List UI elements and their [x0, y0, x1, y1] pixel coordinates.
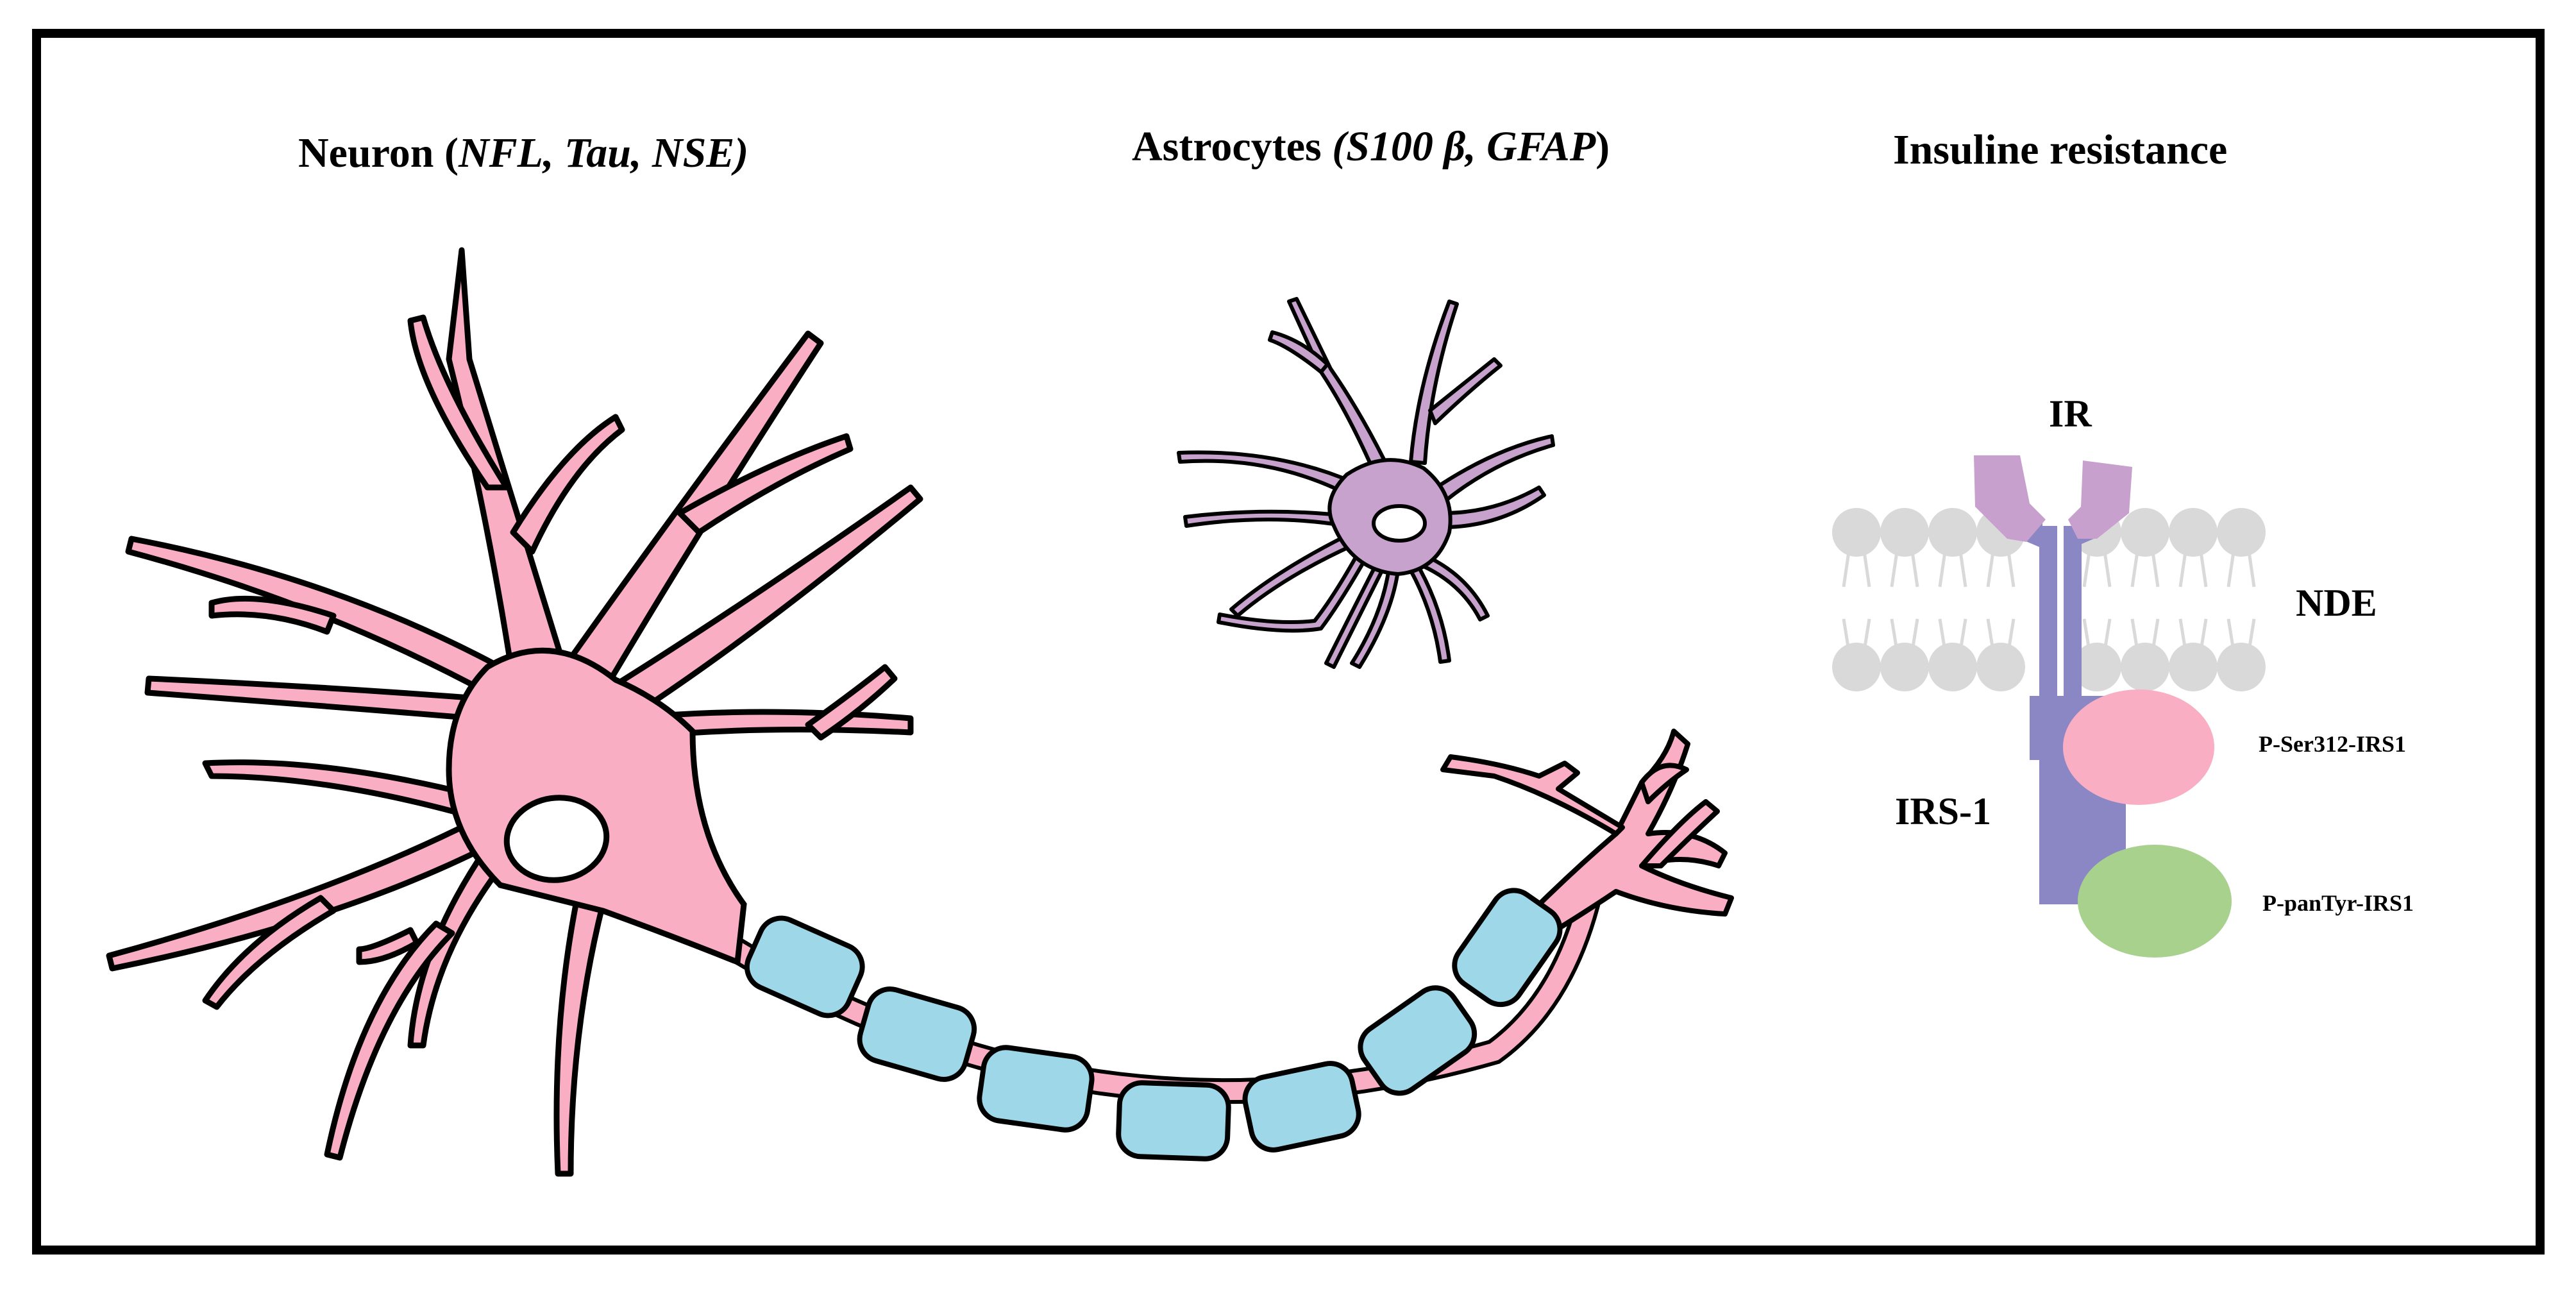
receptor-chain-right — [2064, 526, 2082, 696]
astrocyte-process — [1441, 486, 1546, 529]
p-pantyr-irs1-ellipse — [2078, 845, 2232, 958]
insulin-resistance-diagram: IR NDE IRS-1 P-Ser312-IRS1 P-panTyr-IRS1 — [1832, 393, 2414, 958]
astrocyte-process — [1229, 534, 1355, 618]
neuron-nucleus — [503, 795, 610, 883]
neuron-illustration — [106, 247, 1734, 1177]
nde-label: NDE — [2296, 582, 2377, 624]
p-pantyr-irs1-label: P-panTyr-IRS1 — [2262, 890, 2414, 916]
receptor-head-right — [2068, 461, 2132, 539]
myelin-segment — [857, 986, 977, 1082]
receptor-head-left — [1974, 455, 2046, 542]
astrocyte-process — [1324, 560, 1387, 669]
astrocyte-process — [1287, 297, 1387, 470]
irs1-label: IRS-1 — [1895, 790, 1991, 832]
myelin-segment — [1452, 888, 1563, 1008]
astrocyte-process — [1350, 566, 1400, 669]
myelin-segment — [1358, 985, 1477, 1096]
astrocytes-title: Astrocytes (S100 β, GFAP) — [1132, 123, 1610, 170]
astrocyte-process — [1428, 357, 1503, 425]
astrocyte-process — [1268, 330, 1329, 374]
neuron-title: Neuron (NFL, Tau, NSE) — [298, 130, 748, 176]
p-ser312-irs1-label: P-Ser312-IRS1 — [2259, 731, 2406, 757]
membrane-lipid-bilayer — [1832, 508, 2266, 691]
myelin-segment — [744, 915, 865, 1018]
neuron-soma-fill — [460, 663, 731, 949]
p-ser312-irs1-ellipse — [2063, 689, 2214, 805]
astrocyte-process — [1423, 556, 1490, 621]
astrocyte-process — [1435, 434, 1555, 502]
receptor-chain-left — [2039, 526, 2057, 696]
astrocyte-nucleus — [1372, 504, 1427, 543]
axon-terminal — [1440, 729, 1734, 939]
astrocyte-illustration — [1177, 297, 1555, 669]
receptor-heads — [1974, 455, 2132, 542]
ir-label: IR — [2049, 393, 2092, 435]
astrocyte-process — [1183, 509, 1352, 528]
insulin-resistance-title: Insuline resistance — [1893, 126, 2227, 173]
myelin-segment — [977, 1045, 1095, 1133]
astrocyte-process — [1216, 551, 1368, 633]
dendrites — [106, 247, 923, 1177]
astrocyte-process — [1177, 450, 1355, 496]
myelin-segment — [1116, 1080, 1231, 1162]
astrocyte-process — [1409, 300, 1459, 465]
myelin-sheath — [744, 888, 1563, 1162]
myelin-segment — [1242, 1061, 1361, 1153]
astrocyte-process — [1408, 562, 1451, 664]
